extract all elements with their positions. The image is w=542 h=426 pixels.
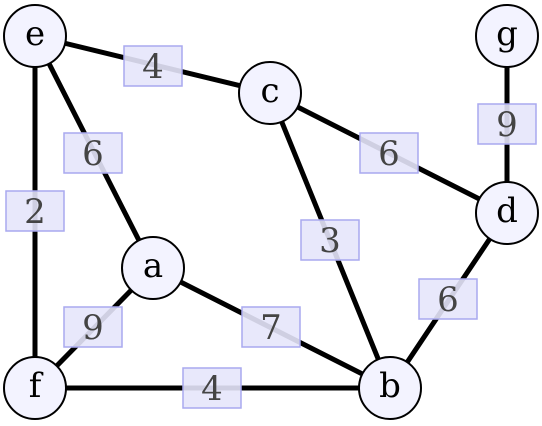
node-label: e xyxy=(25,14,45,54)
node-circle xyxy=(475,4,539,68)
edge-weight-label: 4 xyxy=(142,47,164,87)
edge-weight-a-f: 9 xyxy=(63,306,123,348)
node-e: e xyxy=(3,4,67,68)
edge-weight-label: 3 xyxy=(319,221,341,261)
edge-weight-label: 9 xyxy=(82,308,104,348)
node-d: d xyxy=(475,181,539,245)
edge-weight-box xyxy=(63,306,123,348)
edge-weight-e-f: 2 xyxy=(5,190,65,232)
edge-weight-c-b: 3 xyxy=(300,219,360,261)
edge-weight-label: 7 xyxy=(260,308,282,348)
edge-weight-e-c: 4 xyxy=(123,45,183,87)
edge-weight-box xyxy=(241,306,301,348)
edge-weight-a-b: 7 xyxy=(241,306,301,348)
edge-weight-g-d: 9 xyxy=(477,103,537,145)
edge-weight-label: 4 xyxy=(201,369,223,409)
edge-weight-box xyxy=(359,132,419,174)
edge-weight-c-d: 6 xyxy=(359,132,419,174)
edge-weight-label: 6 xyxy=(82,134,104,174)
edge-weight-label: 2 xyxy=(24,192,46,232)
edge-weight-box xyxy=(63,132,123,174)
edge-weight-box xyxy=(182,367,242,409)
node-b: b xyxy=(358,356,422,420)
edge-weight-box xyxy=(477,103,537,145)
node-label: f xyxy=(29,366,44,406)
node-label: d xyxy=(496,191,518,231)
node-label: g xyxy=(496,14,518,54)
node-label: a xyxy=(143,246,163,286)
node-circle xyxy=(238,61,302,125)
edge-weight-d-b: 6 xyxy=(418,278,478,320)
node-circle xyxy=(475,181,539,245)
node-a: a xyxy=(121,236,185,300)
node-circle xyxy=(3,4,67,68)
nodes-layer: e c g d a f b xyxy=(3,4,539,420)
edge-weight-box xyxy=(418,278,478,320)
node-circle xyxy=(358,356,422,420)
edge-weight-label: 6 xyxy=(437,280,459,320)
node-circle xyxy=(3,356,67,420)
edge-weight-box xyxy=(123,45,183,87)
edge-weight-f-b: 4 xyxy=(182,367,242,409)
edge-weight-label: 6 xyxy=(378,134,400,174)
node-label: b xyxy=(379,366,401,406)
edge-weight-box xyxy=(5,190,65,232)
edge-weight-e-a: 6 xyxy=(63,132,123,174)
node-f: f xyxy=(3,356,67,420)
node-circle xyxy=(121,236,185,300)
node-label: c xyxy=(260,71,279,111)
edge-weight-label: 9 xyxy=(496,105,518,145)
node-c: c xyxy=(238,61,302,125)
node-g: g xyxy=(475,4,539,68)
edge-weight-box xyxy=(300,219,360,261)
